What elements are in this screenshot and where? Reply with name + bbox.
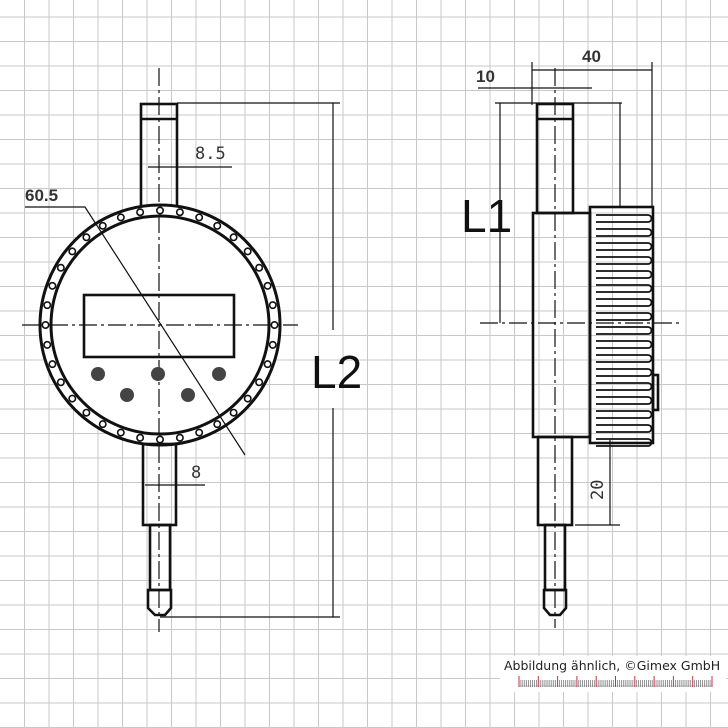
knurl-mark [156, 435, 165, 444]
rib [596, 256, 653, 265]
knurl-mark [243, 394, 252, 403]
l2-label: L2 [311, 346, 362, 398]
button [181, 388, 195, 402]
rib [596, 396, 653, 405]
spindle-diameter-label: 8 [191, 463, 201, 483]
button [120, 388, 134, 402]
knurl-mark [255, 378, 264, 387]
l1-label: L1 [461, 190, 512, 242]
caption: Abbildung ähnlich, ©Gimex GmbH [504, 658, 720, 673]
rib [596, 438, 653, 447]
knurl-mark [136, 433, 145, 442]
offset-label: 10 [476, 67, 495, 86]
knurl-mark [56, 378, 65, 387]
lcd-display [82, 293, 236, 359]
knurl-mark [229, 408, 238, 417]
side-contact-tip [542, 588, 568, 617]
rib [596, 214, 653, 223]
knurl-mark [56, 263, 65, 272]
rib [596, 228, 653, 237]
rib [596, 270, 653, 279]
rib [596, 242, 653, 251]
rib [596, 326, 653, 335]
knurl-mark [195, 428, 204, 437]
rib [596, 340, 653, 349]
knurl-mark [136, 208, 145, 217]
diameter-leader [25, 206, 246, 456]
knurl-mark [255, 263, 264, 272]
knurl-mark [48, 281, 57, 290]
knurl-mark [175, 208, 184, 217]
rib [596, 382, 653, 391]
knurl-mark [82, 408, 91, 417]
knurl-mark [243, 247, 252, 256]
depth-label: 40 [582, 47, 601, 66]
scale-ruler [518, 676, 713, 687]
side-tab [651, 373, 660, 412]
knurl-mark [43, 301, 52, 310]
bezel-ribs [596, 214, 653, 447]
button [91, 367, 105, 381]
rib [596, 368, 653, 377]
rib [596, 284, 653, 293]
knurl-mark [68, 394, 77, 403]
side-body [531, 211, 592, 439]
knurl-mark [98, 420, 107, 429]
knurl-mark [116, 213, 125, 222]
contact-tip [146, 588, 173, 617]
rib [596, 424, 653, 433]
knurl-mark [68, 247, 77, 256]
knurl-mark [263, 360, 272, 369]
spindle-length-label: 20 [588, 480, 608, 500]
knurl-mark [82, 233, 91, 242]
knurl-mark [263, 281, 272, 290]
bezel-knurling [41, 206, 279, 444]
buttons [91, 367, 226, 402]
knurl-mark [156, 206, 165, 215]
knurl-mark [116, 428, 125, 437]
knurl-mark [195, 213, 204, 222]
knurl-mark [268, 301, 277, 310]
knurl-mark [41, 320, 50, 329]
front-view: 60.5 8.5 8 L2 [22, 68, 362, 632]
knurl-mark [268, 340, 277, 349]
dial-diameter-label: 60.5 [25, 186, 58, 205]
side-view: 40 10 L1 20 [461, 47, 680, 628]
rib [596, 298, 653, 307]
button [212, 367, 226, 381]
knurl-mark [213, 420, 222, 429]
knurl-mark [43, 340, 52, 349]
knurl-mark [175, 433, 184, 442]
knurl-mark [48, 360, 57, 369]
stem-diameter-label: 8.5 [195, 144, 226, 164]
knurl-mark [213, 221, 222, 230]
rib [596, 354, 653, 363]
rib [596, 410, 653, 419]
knurl-mark [98, 221, 107, 230]
rib [596, 312, 653, 321]
side-bezel [588, 205, 655, 445]
knurl-mark [270, 320, 279, 329]
button [151, 367, 165, 381]
knurl-mark [229, 233, 238, 242]
